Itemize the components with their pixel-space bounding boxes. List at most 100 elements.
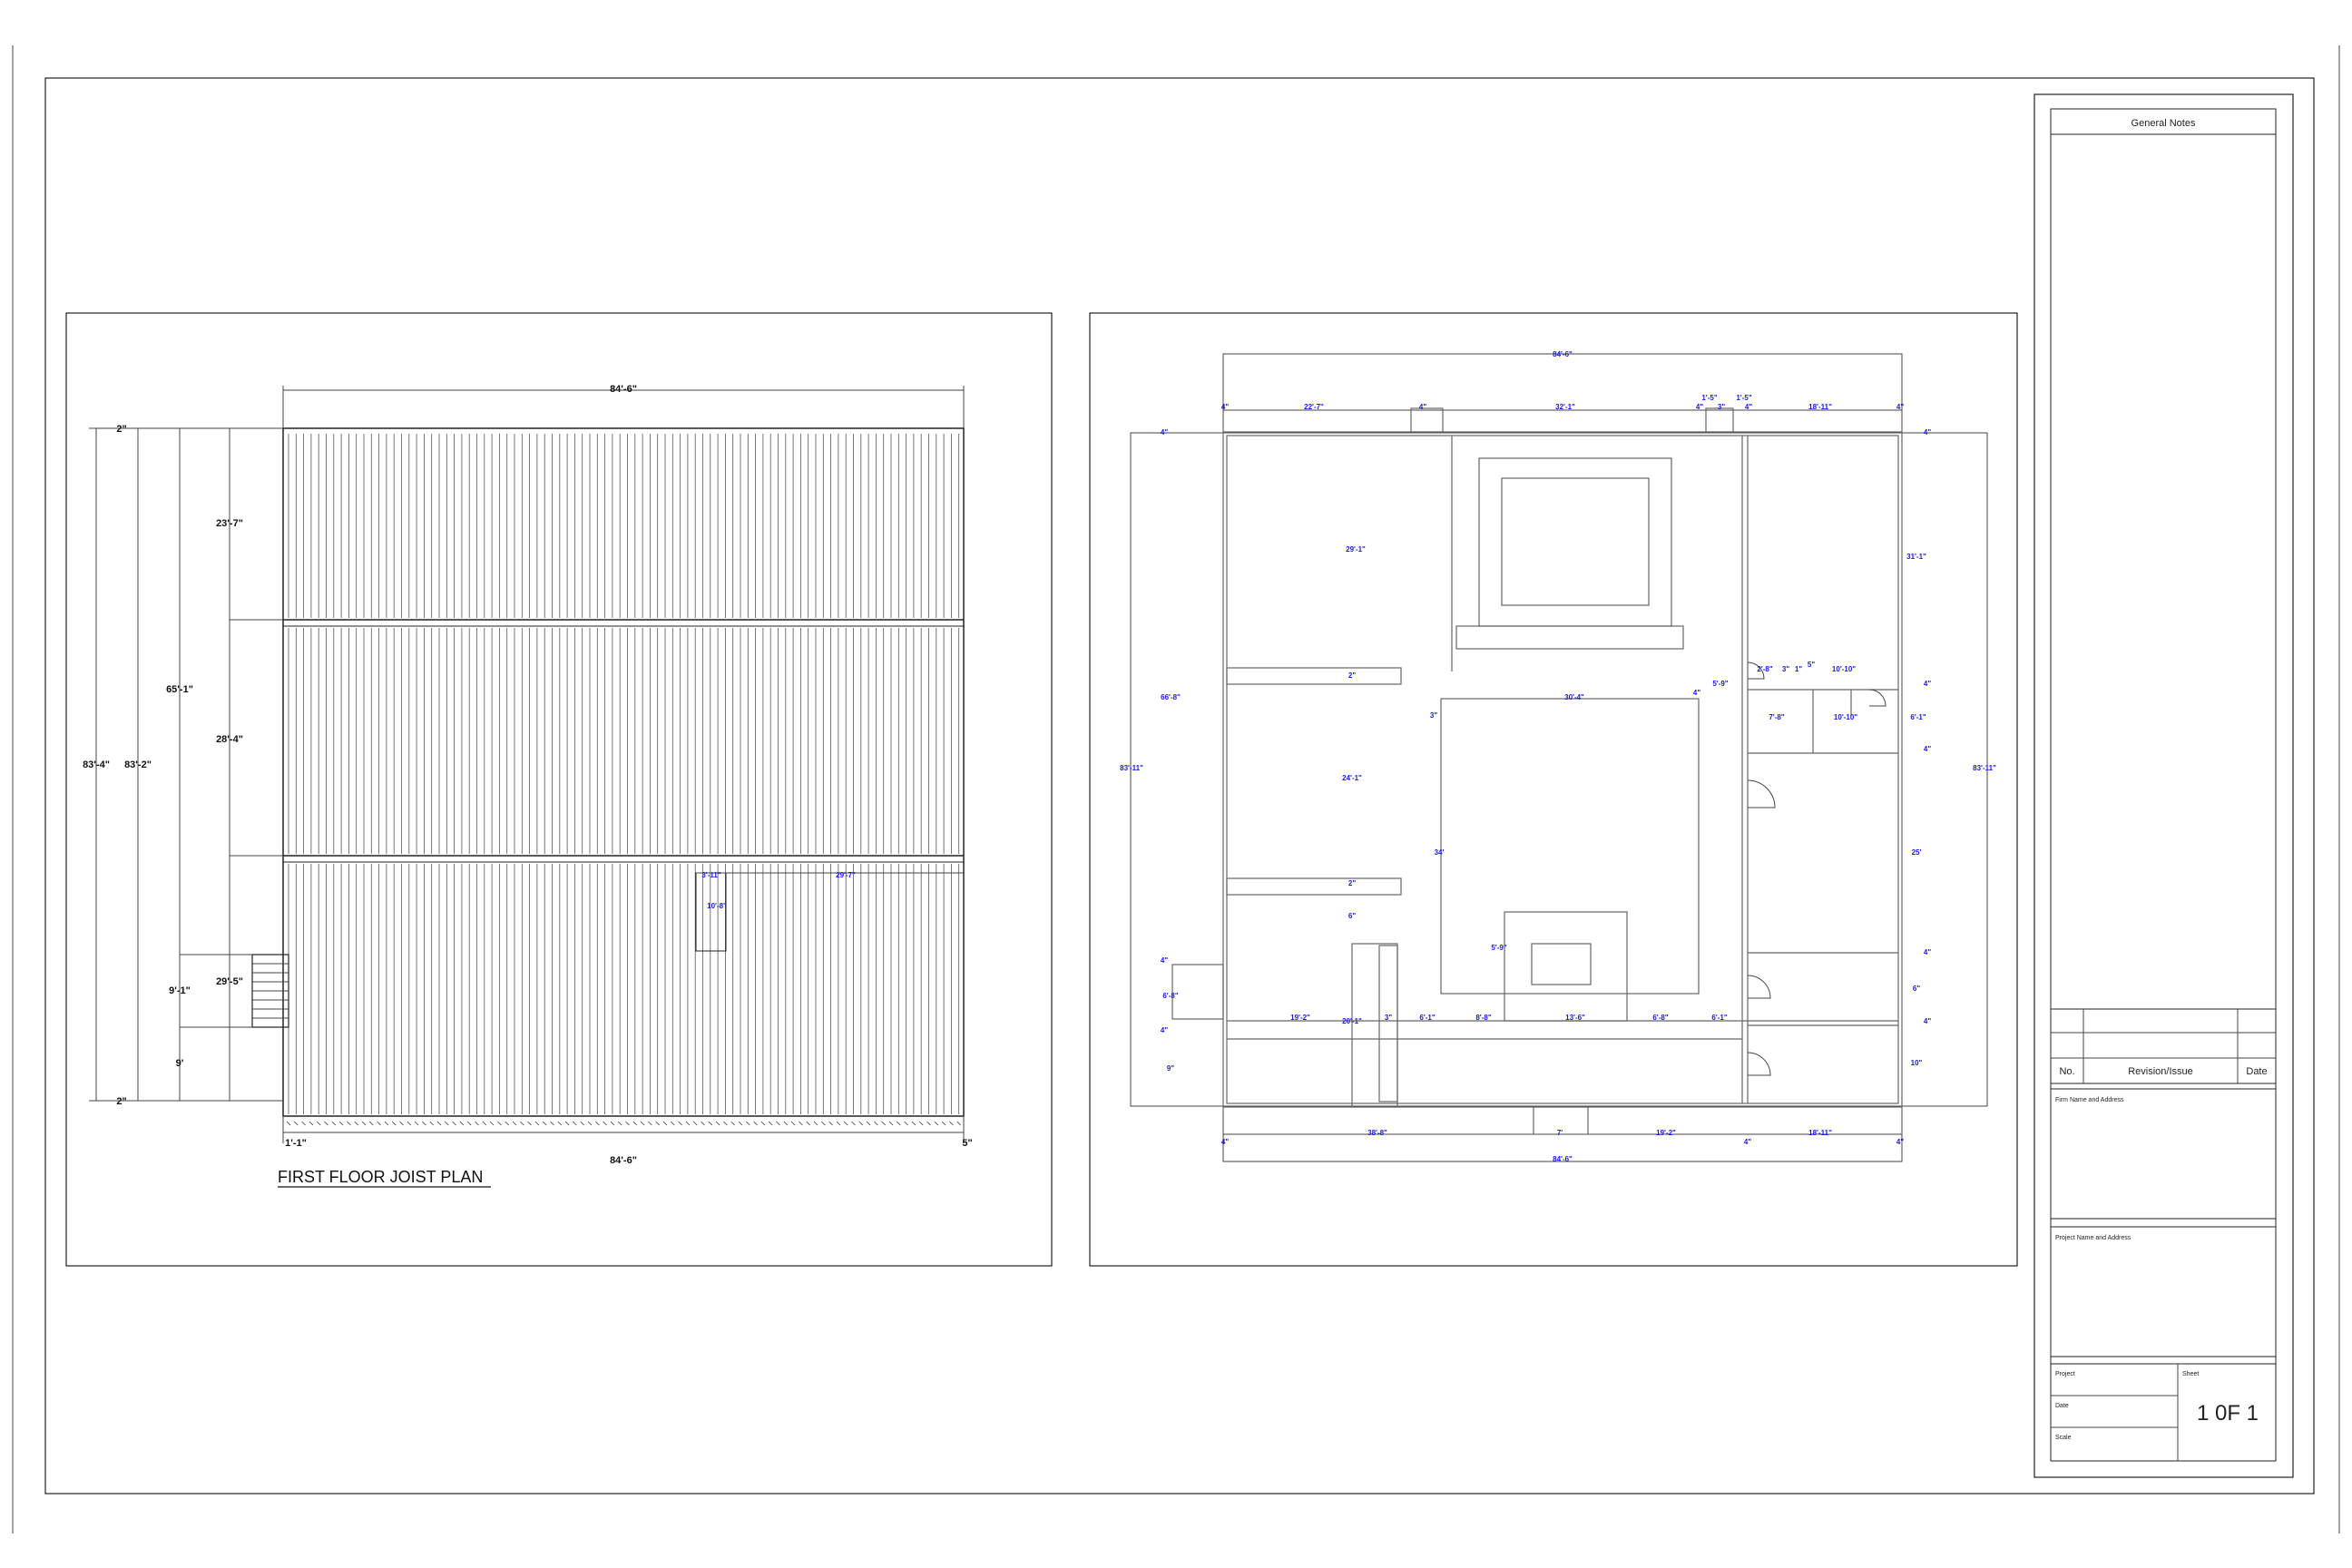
floor-plan-dim-label: 30'-4" [1564,693,1584,701]
floor-plan-dim-label: 4" [1161,428,1168,436]
floor-plan-dim-label: 10'-10" [1834,713,1857,721]
joist-plan-frame [65,312,1053,1267]
floor-plan-dim-label: 25' [1912,848,1922,857]
building-shell-inner [1226,435,1899,1104]
floor-plan-dim-label: 24'-1" [1342,774,1362,782]
floor-plan-dim-label: 4" [1896,1138,1904,1146]
scale-label: Scale [2055,1435,2072,1441]
joist-tick [625,1121,630,1126]
joist-tick [422,1121,426,1126]
joist-tick [617,1121,622,1126]
title-block-inner [2050,108,2277,1462]
floor-plan-dim-label: 4" [1924,428,1931,436]
general-notes-header [2050,108,2277,135]
floor-plan-site-outline [1130,432,1988,1107]
joist-tick [692,1121,698,1126]
dim-left-65-1: 65'-1" [166,684,193,695]
project-name-box [2050,1226,2277,1357]
revision-date-label: Date [2246,1066,2267,1077]
floor-plan-dim-label: 22'-7" [1304,403,1324,411]
joist-tick [911,1121,916,1126]
dim-29-5: 29'-5" [216,976,243,987]
joist-tick [452,1121,456,1126]
date-label: Date [2055,1403,2069,1409]
floor-plan-dim-label: 4" [1161,1026,1168,1034]
floor-plan-dim-label: 2" [1348,671,1356,680]
joist-tick [347,1121,351,1126]
joist-tick [843,1121,848,1126]
title-block-outer [2034,93,2294,1478]
dim-top-overall: 84'-6" [610,384,637,395]
joist-tick [715,1121,720,1126]
joist-plan-title: FIRST FLOOR JOIST PLAN [278,1168,483,1186]
joist-tick [475,1121,479,1126]
floor-opening [695,872,727,952]
joist-tick [391,1121,397,1126]
joist-tick [557,1121,563,1126]
floor-plan-dim-label: 18'-11" [1808,1129,1832,1137]
joist-tick [685,1121,691,1126]
floor-plan-frame [1089,312,2018,1267]
floor-plan-dim-label: 4" [1896,403,1904,411]
floor-plan-dim-label: 4" [1924,1017,1931,1025]
joist-tick [316,1121,321,1126]
joist-tick [610,1121,615,1126]
dim-left-9-1: 9'-1" [169,985,191,996]
floor-plan-dim-label: 7' [1557,1129,1563,1137]
dim-bottom-2: 2" [116,1096,126,1107]
dim-3-11: 3'-11" [701,871,720,879]
joist-tick [520,1121,524,1126]
joist-tick [429,1121,434,1126]
sheet-label: Sheet [2182,1371,2199,1377]
floor-plan-dim-label: 66'-8" [1161,693,1181,701]
floor-plan-dim-frame [1222,353,1903,1162]
joist-tick [790,1121,796,1126]
joist-tick [466,1121,472,1126]
joist-plan-viewport: 84'-6" 84'-6" 83'-4" 83'-2" 65'-1" 9'-1"… [65,312,1053,1267]
floor-plan-dim-label: 19'-2" [1290,1014,1310,1022]
joist-tick [821,1121,826,1126]
joist-tick [949,1121,954,1126]
stair-treads [252,963,289,1019]
joist-tick [866,1121,871,1126]
floor-plan-dim-label: 6'-1" [1419,1014,1435,1022]
joist-tick [701,1121,705,1126]
joist-tick [436,1121,442,1126]
joist-tick [542,1121,547,1126]
revision-no-label: No. [2059,1066,2074,1077]
dim-29-7: 29'-7" [836,871,856,879]
joist-tick [678,1121,682,1126]
floor-plan-dim-label: 5'-9" [1491,944,1506,952]
joist-tick [881,1121,886,1126]
floor-plan-dim-label: 1'-5" [1701,394,1717,402]
joist-tick [897,1121,901,1126]
floor-plan-dim-label: 4" [1221,1138,1229,1146]
joist-tick [505,1121,509,1126]
sheet-number: 1 0F 1 [2197,1401,2259,1426]
joist-tick [934,1121,939,1126]
joist-group [286,434,961,1126]
joist-tick [369,1121,374,1126]
joist-tick [858,1121,864,1126]
joist-tick [564,1121,570,1126]
joist-tick [768,1121,773,1126]
joist-dimension-lines [89,386,965,1143]
dim-bottom-overall: 84'-6" [610,1155,637,1166]
joist-tick [324,1121,328,1126]
floor-plan-dim-label: 2'-8" [1757,665,1772,673]
joist-tick [550,1121,554,1126]
sheet-border [44,77,2315,1494]
joist-tick [799,1121,803,1126]
floor-plan-dim-label: 34' [1435,848,1445,857]
joist-tick [384,1121,389,1126]
floor-plan-dim-label: 4" [1221,403,1229,411]
floor-plan-dim-label: 4" [1744,1138,1751,1146]
floor-plan-dim-label: 6'-1" [1711,1014,1727,1022]
joist-tick [445,1121,449,1126]
joist-tick [753,1121,758,1126]
dim-10-8: 10'-8" [707,902,727,910]
floor-plan-dim-label: 38'-8" [1367,1129,1387,1137]
dim-left-83-2: 83'-2" [124,760,152,770]
joist-tick [534,1121,540,1126]
